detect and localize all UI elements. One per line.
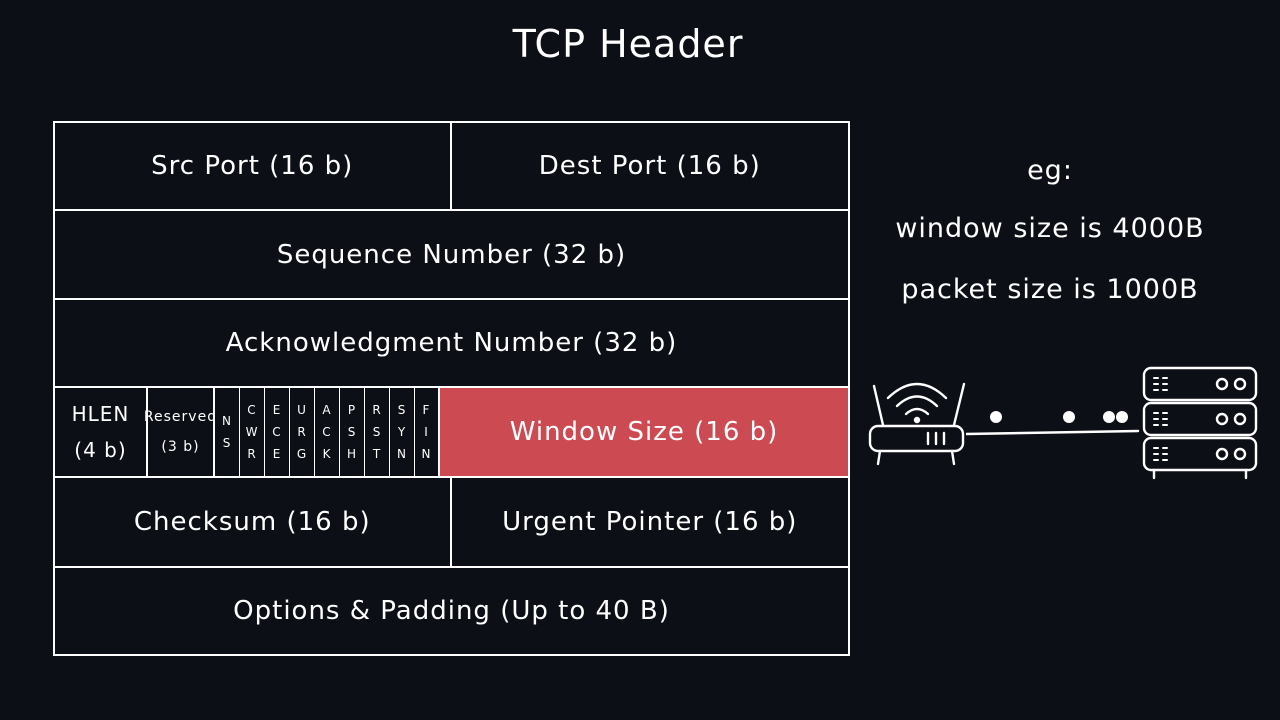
flag-letter: C bbox=[322, 425, 332, 439]
window-size-cell: Window Size (16 b) bbox=[440, 388, 848, 476]
diagram-title: TCP Header bbox=[512, 22, 744, 66]
flag-letter: K bbox=[322, 447, 332, 461]
flag-letter: R bbox=[372, 403, 382, 417]
options-padding-cell: Options & Padding (Up to 40 B) bbox=[233, 596, 670, 626]
control-fields: HLEN (4 b) Reserved (3 b) N S C W R E C … bbox=[55, 388, 440, 476]
connection-line bbox=[966, 411, 1140, 436]
flag-urg: U R G bbox=[290, 388, 315, 476]
row-control: HLEN (4 b) Reserved (3 b) N S C W R E C … bbox=[55, 388, 848, 478]
flag-letter: W bbox=[245, 425, 259, 439]
dest-port-cell: Dest Port (16 b) bbox=[538, 151, 761, 181]
flag-ns: N S bbox=[215, 388, 240, 476]
reserved-cell: Reserved (3 b) bbox=[144, 388, 216, 476]
packet-dot bbox=[1116, 411, 1128, 423]
sequence-number-cell: Sequence Number (32 b) bbox=[276, 239, 627, 270]
flag-letter: S bbox=[372, 425, 382, 439]
flag-letter: H bbox=[346, 447, 358, 461]
flag-letter: Y bbox=[397, 425, 407, 439]
flag-letter: S bbox=[222, 436, 232, 450]
hlen-size: (4 b) bbox=[74, 438, 127, 462]
flag-letter: G bbox=[296, 447, 308, 461]
flag-letter: P bbox=[347, 403, 357, 417]
flag-letter: T bbox=[372, 447, 382, 461]
flag-letter: N bbox=[397, 447, 407, 461]
flag-letter: R bbox=[247, 447, 257, 461]
src-port-cell: Src Port (16 b) bbox=[55, 123, 452, 209]
checksum-cell: Checksum (16 b) bbox=[55, 478, 452, 566]
packet-dot bbox=[990, 411, 1002, 423]
reserved-size: (3 b) bbox=[161, 439, 200, 455]
flag-letter: N bbox=[421, 447, 432, 461]
row-options: Options & Padding (Up to 40 B) bbox=[55, 568, 848, 654]
packet-size-example: packet size is 1000B bbox=[901, 274, 1199, 305]
server-icon bbox=[1142, 366, 1258, 480]
packet-dot bbox=[1103, 411, 1115, 423]
flag-letter: S bbox=[397, 403, 407, 417]
reserved-label: Reserved bbox=[143, 409, 218, 425]
example-label: eg: bbox=[1027, 155, 1073, 186]
flag-letter: A bbox=[322, 403, 332, 417]
flag-letter: U bbox=[297, 403, 307, 417]
tcp-header-table: Src Port (16 b) Dest Port (16 b) Sequenc… bbox=[53, 121, 850, 656]
flag-cwr: C W R bbox=[240, 388, 265, 476]
flag-psh: P S H bbox=[340, 388, 365, 476]
flag-letter: E bbox=[272, 447, 282, 461]
flag-ece: E C E bbox=[265, 388, 290, 476]
flag-syn: S Y N bbox=[390, 388, 415, 476]
router-icon bbox=[868, 382, 966, 466]
row-checksum: Checksum (16 b) Urgent Pointer (16 b) bbox=[55, 478, 848, 568]
row-ports: Src Port (16 b) Dest Port (16 b) bbox=[55, 123, 848, 211]
flag-letter: I bbox=[424, 425, 429, 439]
flag-letter: N bbox=[222, 414, 232, 428]
flag-ack: A C K bbox=[315, 388, 340, 476]
row-sequence: Sequence Number (32 b) bbox=[55, 211, 848, 300]
row-ack: Acknowledgment Number (32 b) bbox=[55, 300, 848, 388]
packet-dot bbox=[1063, 411, 1075, 423]
flag-fin: F I N bbox=[415, 388, 440, 476]
flag-letter: R bbox=[297, 425, 307, 439]
window-size-example: window size is 4000B bbox=[895, 213, 1205, 244]
flag-rst: R S T bbox=[365, 388, 390, 476]
flag-letter: C bbox=[272, 425, 282, 439]
flag-letter: C bbox=[247, 403, 257, 417]
urgent-pointer-cell: Urgent Pointer (16 b) bbox=[502, 507, 798, 537]
ack-number-cell: Acknowledgment Number (32 b) bbox=[225, 328, 678, 358]
flag-letter: F bbox=[422, 403, 431, 417]
flag-letter: S bbox=[347, 425, 357, 439]
flag-letter: E bbox=[272, 403, 282, 417]
hlen-label: HLEN bbox=[71, 402, 130, 426]
hlen-cell: HLEN (4 b) bbox=[55, 388, 148, 476]
